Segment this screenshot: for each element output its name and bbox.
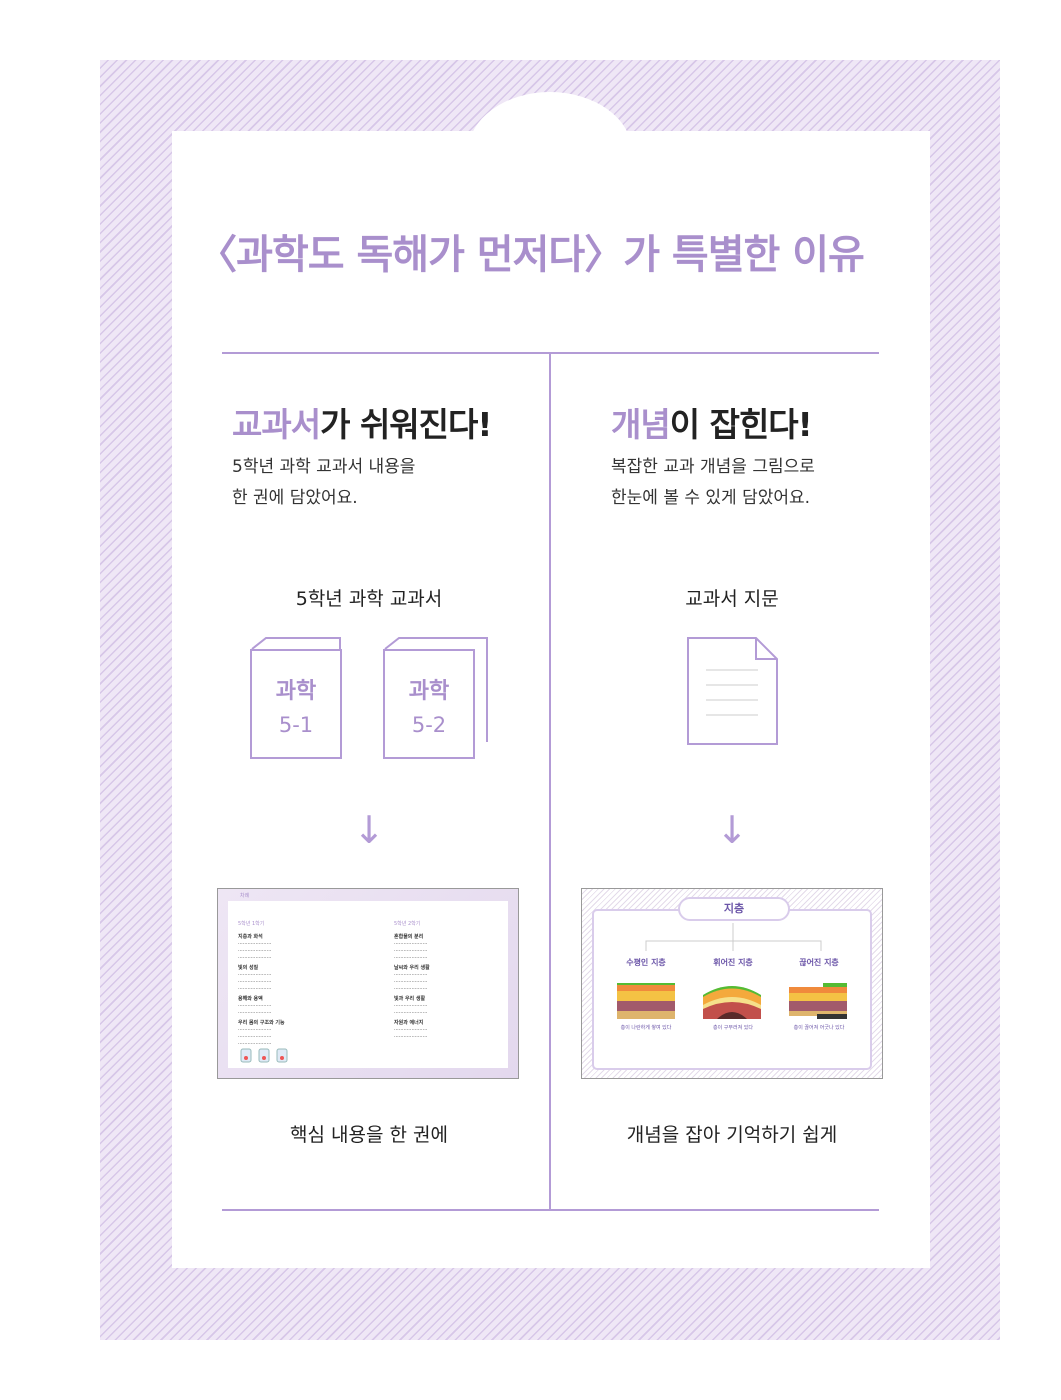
document-icon (686, 636, 780, 752)
toc-column: 5학년 1학기 지층과 화석··························… (238, 921, 358, 1048)
left-label: 5학년 과학 교과서 (295, 588, 443, 610)
book-subject: 과학 (275, 679, 317, 704)
folded-strata-image (703, 986, 761, 1019)
toc-unit: 혼합물의 분리 (394, 934, 424, 940)
desc-line: 5학년 과학 교과서 내용을 (232, 457, 416, 477)
toc-header: 5학년 1학기 (238, 921, 265, 927)
book-grade: 5-1 (278, 713, 314, 737)
heading-rest: 가 쉬워진다! (320, 405, 492, 444)
right-caption: 개념을 잡아 기억하기 쉽게 (626, 1124, 838, 1146)
toc-unit: 날씨와 우리 생활 (394, 965, 430, 971)
book-subject: 과학 (408, 679, 450, 704)
book-icon-5-1: 과학 5-1 (250, 637, 342, 759)
faulted-strata-image (789, 983, 847, 1019)
down-arrow-icon: ↓ (716, 808, 748, 852)
horizontal-strata-image (617, 983, 675, 1019)
desc-line: 복잡한 교과 개념을 그림으로 (611, 457, 815, 477)
branch-caption: 층이 나란하게 쌓여 있다 (620, 1025, 672, 1031)
toc-unit: 용해와 용액 (238, 996, 263, 1002)
page-title: 〈과학도 독해가 먼저다〉가 특별한 이유 (197, 232, 865, 278)
left-caption: 핵심 내용을 한 권에 (290, 1124, 448, 1146)
desc-line: 한눈에 볼 수 있게 담았어요. (611, 488, 811, 508)
branch-caption: 층이 구부러져 있다 (713, 1025, 753, 1031)
right-heading: 개념이 잡힌다! (611, 398, 813, 446)
right-label: 교과서 지문 (685, 588, 779, 610)
toc-column: 5학년 2학기 혼합물의 분리·························… (394, 921, 504, 1041)
desc-line: 한 권에 담았어요. (232, 488, 358, 508)
toc-unit: 빛의 성질 (238, 965, 259, 971)
strata-diagram-thumbnail: 지층 수평인 지층 휘어진 지층 끊어진 지층 층이 나란하게 쌓여 있다 층이… (581, 888, 883, 1079)
left-heading: 교과서가 쉬워진다! (232, 398, 492, 446)
table-of-contents-thumbnail: 차례 5학년 1학기 지층과 화석·······················… (217, 888, 519, 1079)
bottom-divider (222, 1209, 879, 1211)
book-icon-5-2: 과학 5-2 (383, 637, 488, 759)
toc-unit: 우리 몸의 구조와 기능 (238, 1020, 285, 1026)
branch-label: 휘어진 지층 (713, 958, 753, 967)
top-divider (222, 352, 879, 354)
book-grade: 5-2 (411, 713, 447, 737)
diagram-root: 지층 (678, 897, 790, 921)
beaker-icons (240, 1047, 300, 1069)
toc-unit: 빛과 우리 생활 (394, 996, 426, 1002)
toc-unit: 자원과 에너지 (394, 1020, 424, 1026)
center-divider (549, 354, 551, 1210)
heading-accent: 교과서 (232, 405, 321, 444)
toc-header: 5학년 2학기 (394, 921, 421, 927)
down-arrow-icon: ↓ (353, 808, 385, 852)
thumb-corner-label: 차례 (240, 893, 250, 899)
branch-caption: 층이 끊어져 어긋나 있다 (793, 1025, 845, 1031)
toc-unit: 지층과 화석 (238, 934, 263, 940)
heading-rest: 이 잡힌다! (669, 405, 813, 444)
heading-accent: 개념 (611, 405, 671, 444)
branch-label: 수평인 지층 (626, 958, 666, 967)
branch-label: 끊어진 지층 (799, 958, 839, 967)
